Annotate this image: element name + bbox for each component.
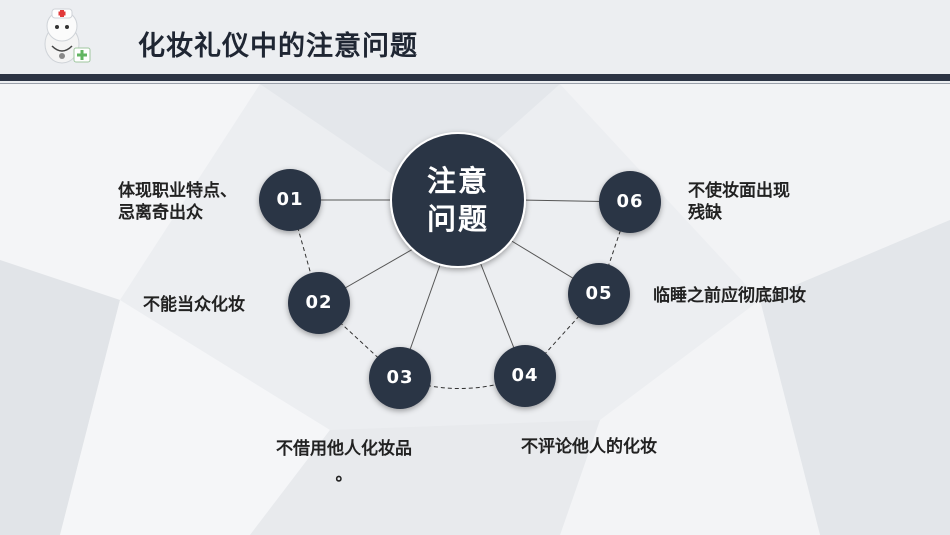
node-number-01: 01 (276, 189, 304, 210)
node-number-06: 06 (616, 191, 644, 212)
header-bar (0, 74, 950, 81)
nurse-mascot-icon (44, 8, 91, 64)
center-title-line1: 注意 (426, 164, 489, 198)
node-text-05: 临睡之前应彻底卸妆 (653, 286, 806, 306)
header-divider (0, 83, 950, 84)
center-circle (390, 132, 526, 268)
node-number-03: 03 (386, 367, 414, 388)
node-circle-06 (599, 171, 661, 233)
node-text-03: 不借用他人化妆品 。 (276, 439, 412, 485)
node-number-02: 02 (305, 292, 333, 313)
center-title: 注意 问题 (398, 162, 518, 238)
node-text-04: 不评论他人的化妆 (521, 437, 657, 457)
node-circle-03 (369, 347, 431, 409)
node-text-06: 不使妆面出现 残缺 (688, 181, 790, 223)
node-circle-02 (288, 272, 350, 334)
node-number-04: 04 (511, 365, 539, 386)
node-text-01: 体现职业特点、 忌离奇出众 (118, 181, 237, 223)
node-text-02: 不能当众化妆 (143, 295, 245, 315)
node-circle-04 (494, 345, 556, 407)
node-circle-05 (568, 263, 630, 325)
node-circle-01 (259, 169, 321, 231)
page-title: 化妆礼仪中的注意问题 (138, 31, 418, 62)
center-title-line2: 问题 (426, 202, 489, 236)
node-number-05: 05 (585, 283, 613, 304)
